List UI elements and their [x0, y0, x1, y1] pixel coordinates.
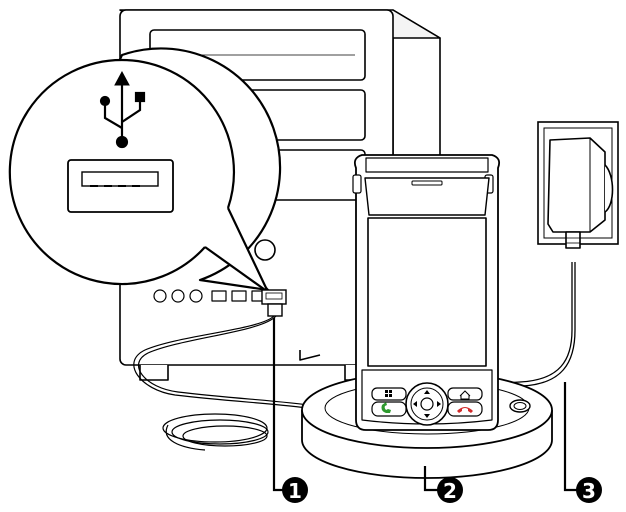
usb-plug	[261, 289, 287, 317]
usb-cable	[133, 315, 353, 451]
usb-port-magnifier-bubble	[8, 47, 282, 294]
pda-button-row	[371, 382, 483, 426]
callout-2: 2	[423, 466, 463, 503]
ac-power-adapter	[547, 137, 614, 249]
home-icon	[459, 390, 471, 400]
navigation-pad	[405, 382, 449, 426]
callout-2-leader	[423, 466, 438, 492]
callout-1-leader	[272, 318, 283, 492]
callout-1-number: 1	[288, 479, 302, 503]
callout-2-badge	[437, 477, 463, 503]
callout-2-number: 2	[443, 479, 457, 503]
callout-3-badge	[576, 477, 602, 503]
callout-3: 3	[563, 382, 602, 503]
end-call-button	[447, 401, 483, 417]
callout-3-leader	[563, 382, 577, 492]
callout-1: 1	[272, 318, 308, 503]
pda-screen	[367, 217, 487, 367]
green-phone-icon	[381, 402, 391, 413]
usb-icon	[99, 70, 146, 149]
callout-3-number: 3	[582, 479, 596, 503]
power-cable	[469, 262, 576, 390]
usb-port-socket	[67, 159, 174, 213]
windows-icon	[385, 390, 392, 397]
home-button	[447, 387, 483, 401]
red-phone-icon	[457, 407, 473, 413]
callout-1-badge	[282, 477, 308, 503]
call-button	[371, 401, 407, 417]
